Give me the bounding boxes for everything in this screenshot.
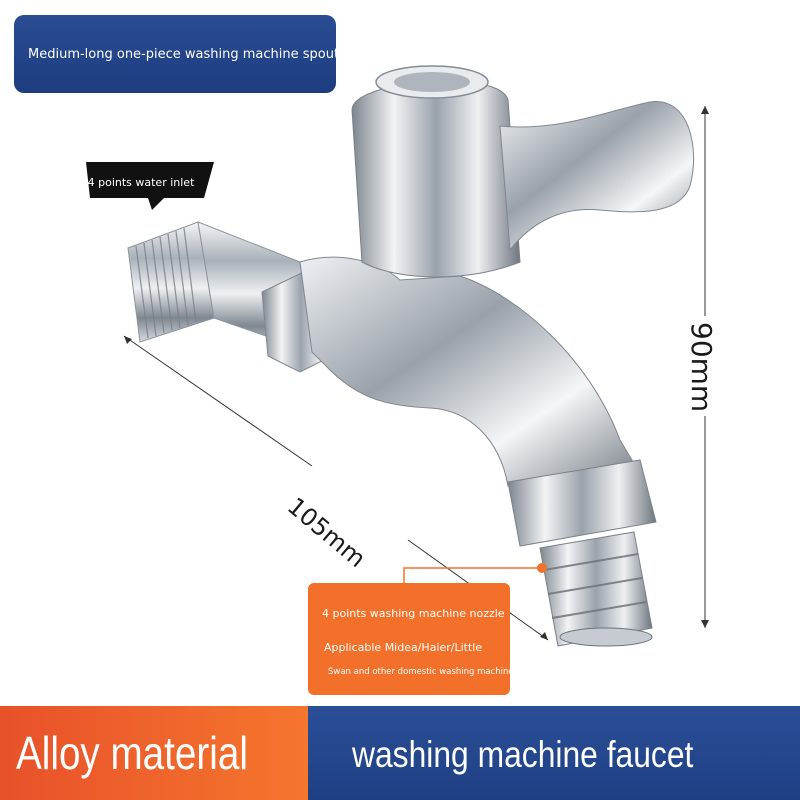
faucet-body-spout [299, 256, 639, 487]
nozzle-collar [507, 459, 657, 547]
arrow-head-icon [540, 632, 548, 640]
lever-handle-icon [499, 101, 695, 252]
speech-bubble-icon [86, 162, 214, 210]
footer-right-panel [308, 706, 800, 800]
arrow-head-icon [124, 336, 132, 344]
nozzle-leader-line [403, 563, 547, 583]
footer-material-label: Alloy material [16, 727, 248, 779]
nozzle-info-callout: 4 points washing machine nozzle Applicab… [308, 583, 518, 695]
arrow-head-icon [701, 620, 709, 628]
nozzle-compatibility-detail: Swan and other domestic washing machines [328, 667, 519, 677]
nozzle-compatibility: Applicable Midea/Haier/Little [324, 641, 483, 654]
footer-left-panel [0, 706, 308, 800]
valve-bonnet [351, 80, 521, 278]
arrow-head-icon [701, 106, 709, 114]
height-dimension-label: 90mm [685, 322, 718, 413]
top-banner: Medium-long one-piece washing machine sp… [14, 15, 336, 93]
top-banner-text: Medium-long one-piece washing machine sp… [28, 46, 336, 62]
hose-nozzle [539, 531, 653, 647]
bonnet-cap-inner [394, 72, 470, 92]
water-inlet-callout: 4 points water inlet [86, 162, 222, 212]
footer-band: Alloy material washing machine faucet [0, 706, 800, 800]
water-inlet-label: 4 points water inlet [87, 176, 195, 189]
nozzle-title: 4 points washing machine nozzle [322, 607, 505, 620]
footer-product-label: washing machine faucet [352, 734, 694, 775]
